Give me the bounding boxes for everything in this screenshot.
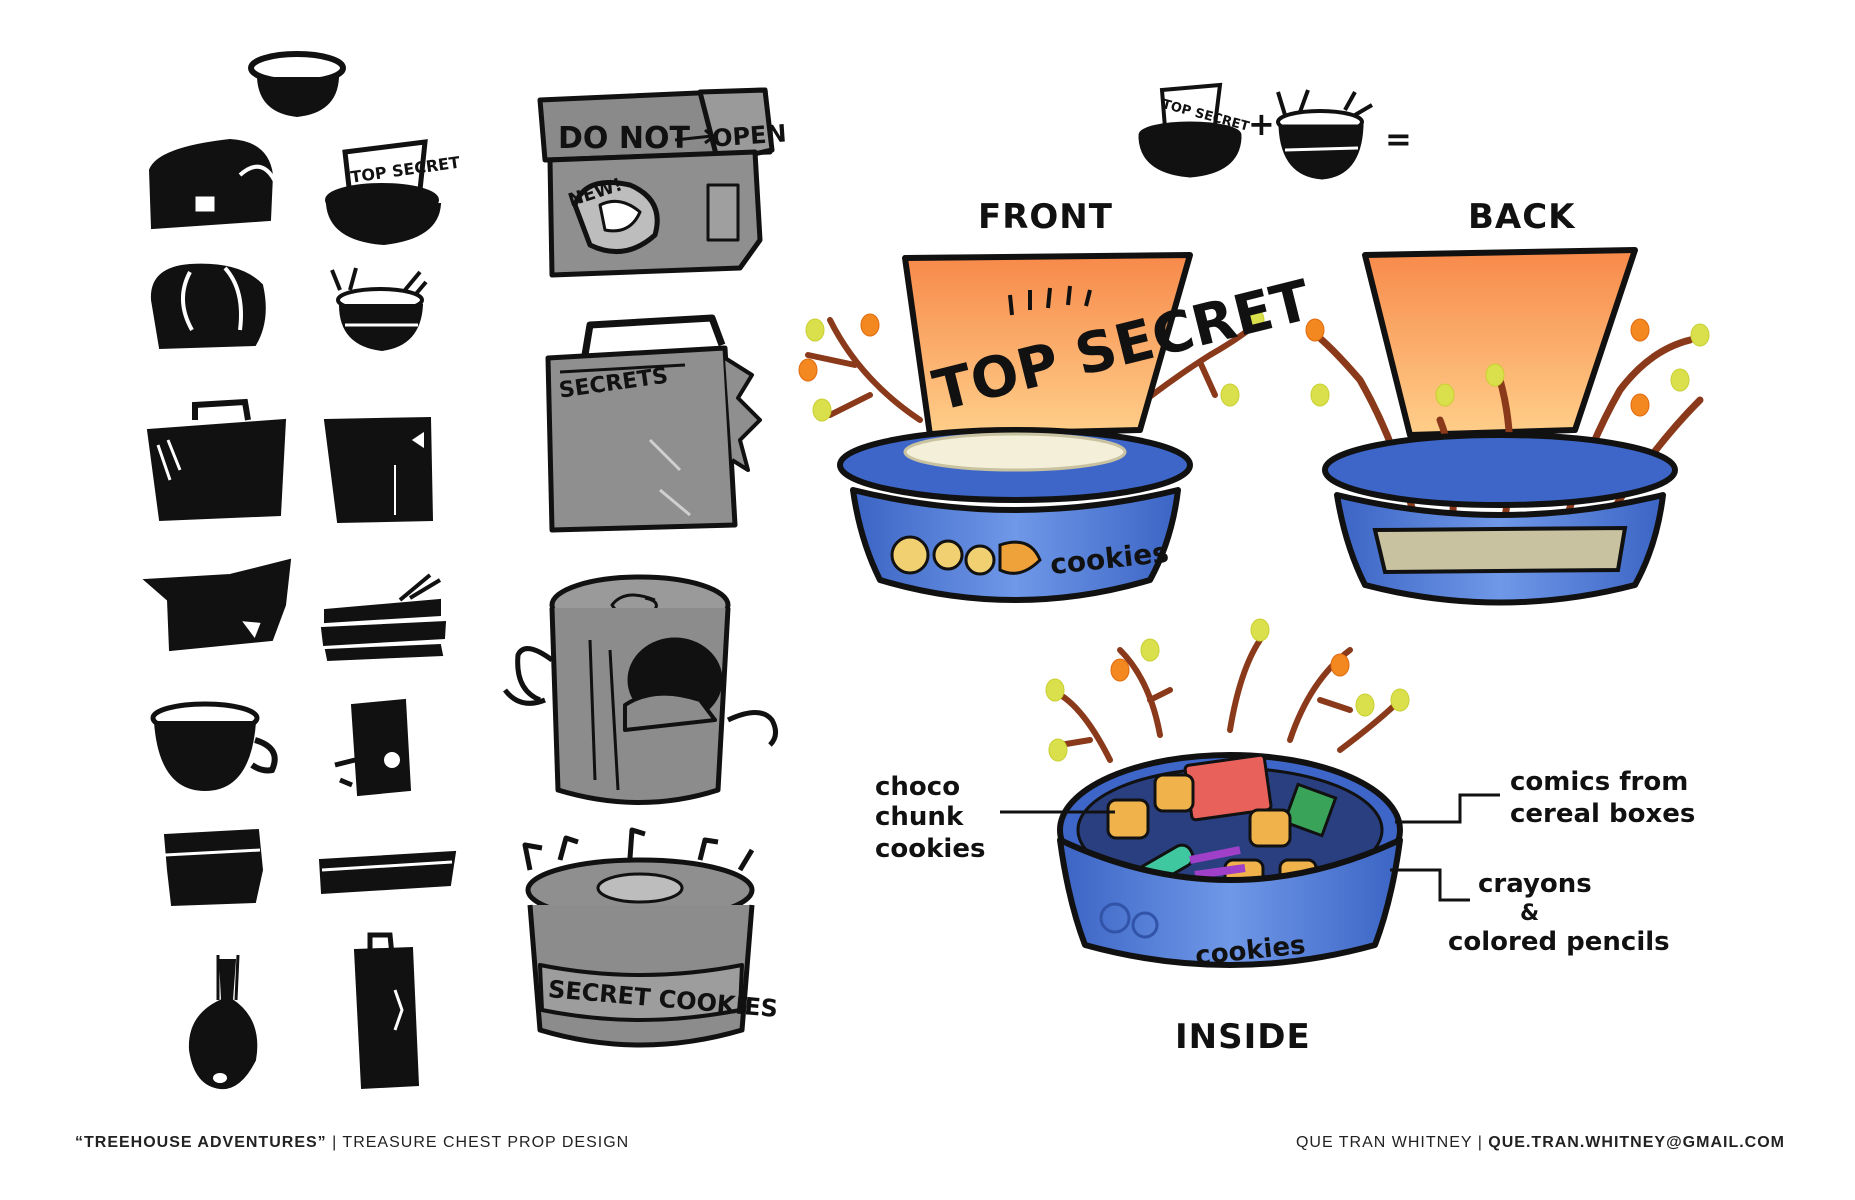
callout-comics-line1: comics from [1510, 767, 1688, 797]
concept-secrets-bag: SECRETS [545, 314, 762, 533]
thumb-top-secret-tin: TOP SECRET [325, 139, 461, 246]
front-view: FRONT TOP SECRET cookies [798, 197, 1317, 603]
back-leaf [1670, 368, 1690, 392]
open-text: OPEN [711, 119, 787, 152]
callout-crayons-line3: colored pencils [1448, 927, 1670, 957]
callout-lines [1000, 793, 1500, 902]
footer-credit-left: “TREEHOUSE ADVENTURES” | TREASURE CHEST … [75, 1134, 629, 1152]
thumb-lunchbox [146, 398, 287, 522]
concept-do-not-open-box: DO NOT OPEN NEW! [537, 87, 787, 278]
back-leaf [1485, 363, 1505, 387]
artist-email[interactable]: QUE.TRAN.WHITNEY@GMAIL.COM [1488, 1134, 1785, 1151]
front-leaf [1220, 383, 1240, 407]
callout-choco-line1: choco [875, 772, 960, 802]
equals-sign: = [1385, 120, 1412, 158]
inside-label: INSIDE [1175, 1017, 1311, 1057]
thumb-briefcase [353, 932, 420, 1090]
callout-choco-line3: cookies [875, 834, 985, 864]
sign-burst-marks [1008, 285, 1092, 316]
project-title: “TREEHOUSE ADVENTURES” [75, 1134, 327, 1151]
thumb-small-box [163, 828, 264, 907]
callout-crayons-line2: & [1520, 901, 1539, 926]
inside-view: cookies INSIDE choco chunk cookies comic… [875, 618, 1695, 1057]
back-tin-panel [1372, 525, 1628, 575]
formula-row: TOP SECRET + = [1138, 82, 1412, 180]
inside-leaf [1110, 658, 1130, 682]
footer-credit-right: QUE TRAN WHITNEY | QUE.TRAN.WHITNEY@GMAI… [1296, 1134, 1785, 1152]
inside-tin-body [1057, 837, 1403, 968]
thumb-cardboard-box [142, 558, 292, 652]
front-leaf [812, 398, 832, 422]
inside-leaf [1045, 678, 1065, 702]
callout-choco-line2: chunk [875, 802, 964, 832]
project-subtitle: TREASURE CHEST PROP DESIGN [342, 1134, 630, 1151]
do-not-text: DO NOT [558, 121, 690, 156]
thumb-paper-bag [323, 416, 434, 524]
top-secret-sign [902, 252, 1193, 438]
front-leaf [798, 358, 818, 382]
thumb-treasure-chest [148, 138, 284, 230]
callout-comics-line2: cereal boxes [1510, 799, 1695, 829]
thumb-bottle [188, 954, 258, 1090]
artist-name: QUE TRAN WHITNEY [1295, 1134, 1473, 1151]
thumb-canister [334, 698, 412, 797]
back-leaf [1690, 323, 1710, 347]
concept-tree-stump [503, 574, 778, 805]
thumb-flat-box [318, 850, 457, 895]
back-leaf [1305, 318, 1325, 342]
plus-sign: + [1248, 105, 1275, 143]
formula-top-secret-tin: TOP SECRET [1138, 82, 1251, 178]
inside-leaf [1390, 688, 1410, 712]
thumb-round-tin [248, 51, 346, 118]
front-leaf [860, 313, 880, 337]
back-label: BACK [1468, 197, 1576, 237]
footer-separator: | [326, 1134, 343, 1151]
front-label: FRONT [978, 197, 1113, 237]
inside-leaf [1250, 618, 1270, 642]
thumb-book-stack [320, 573, 447, 662]
formula-branch-tin [1276, 89, 1374, 180]
back-leaf [1630, 393, 1650, 417]
inside-leaf [1048, 738, 1068, 762]
back-view: BACK [1305, 197, 1710, 606]
back-leaf [1630, 318, 1650, 342]
inside-leaf [1330, 653, 1350, 677]
silhouette-thumbnails: TOP SECRET [142, 51, 461, 1090]
inside-leaf [1355, 693, 1375, 717]
back-sign [1362, 247, 1638, 438]
back-tin-rim [1322, 432, 1678, 508]
front-tissue [903, 432, 1127, 472]
thumb-cookie-bundle [150, 263, 266, 350]
callout-crayons-line1: crayons [1478, 869, 1592, 899]
back-leaf [1310, 383, 1330, 407]
back-leaf [1435, 383, 1455, 407]
footer-separator-right: | [1472, 1134, 1489, 1151]
concept-secret-cookies-tin: SECRET COOKIES [522, 827, 779, 1048]
inside-leaf [1140, 638, 1160, 662]
front-cookie-decor [890, 535, 1042, 576]
thumb-branch-tin [330, 267, 428, 352]
thumb-mug [150, 701, 278, 792]
inside-cookie-decor [1099, 902, 1159, 939]
gray-concepts: DO NOT OPEN NEW! SECRETS [503, 87, 787, 1048]
front-leaf [805, 318, 825, 342]
